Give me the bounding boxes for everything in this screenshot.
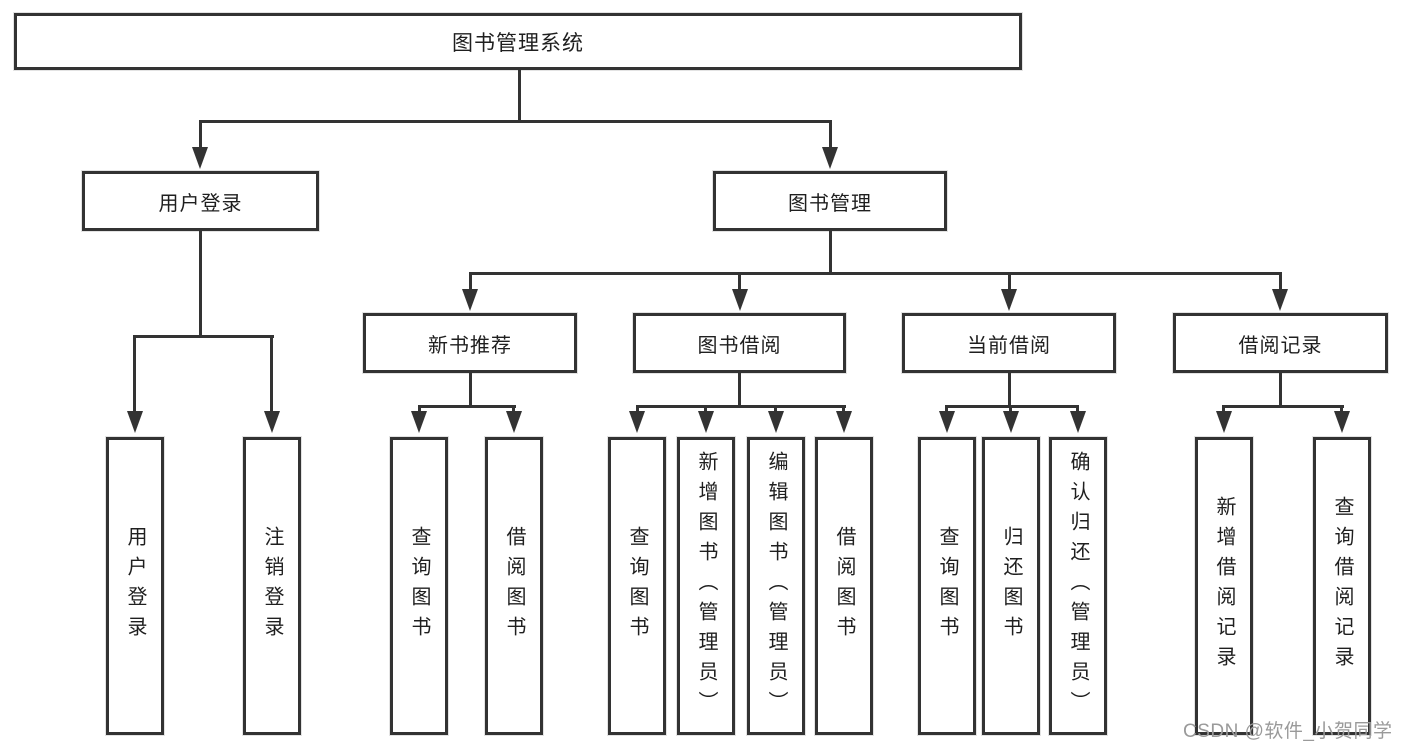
connector-stub [842, 405, 845, 413]
arrow-down-icon [506, 411, 522, 433]
connector-stub [1340, 405, 1343, 413]
connector-stub [945, 405, 948, 413]
connector-borrowing-vline [738, 373, 741, 408]
node-borrowing-records: 借阅记录 [1173, 313, 1388, 373]
arrow-down-icon [411, 411, 427, 433]
leaf-label: 查询图书 [626, 526, 648, 646]
connector-stub-book-management [829, 120, 832, 150]
leaf-label: 查询借阅记录 [1331, 496, 1353, 676]
leaf-query-books-borrowing: 查询图书 [608, 437, 666, 735]
csdn-watermark: CSDN @软件_小贺同学 [1183, 721, 1393, 742]
arrow-down-icon [698, 411, 714, 433]
leaf-logout: 注销登录 [243, 437, 301, 735]
leaf-label: 查询图书 [408, 526, 430, 646]
arrow-down-icon [1003, 411, 1019, 433]
arrow-down-icon [1070, 411, 1086, 433]
node-book-management: 图书管理 [713, 171, 947, 231]
arrow-down-icon [768, 411, 784, 433]
leaf-label: 新增图书（管理员） [695, 451, 717, 721]
connector-stub [1009, 405, 1012, 413]
node-new-book-recommendation: 新书推荐 [363, 313, 577, 373]
leaf-confirm-return-admin: 确认归还（管理员） [1049, 437, 1107, 735]
arrow-down-icon [629, 411, 645, 433]
arrow-down-icon [836, 411, 852, 433]
connector-stub [636, 405, 639, 413]
connector-stub [1076, 405, 1079, 413]
connector-stub [774, 405, 777, 413]
leaf-label: 查询图书 [936, 526, 958, 646]
connector-stub-borrowing-records [1279, 272, 1282, 292]
connector-stub-new-book-recommendation [469, 272, 472, 292]
arrow-down-icon [1334, 411, 1350, 433]
leaf-return-books: 归还图书 [982, 437, 1040, 735]
connector-user-login-vline [199, 231, 202, 338]
connector-stub-user-login [199, 120, 202, 150]
connector-recommend-vline [469, 373, 472, 408]
node-current-borrowing: 当前借阅 [902, 313, 1116, 373]
leaf-user-login: 用户登录 [106, 437, 164, 735]
leaf-add-books-admin: 新增图书（管理员） [677, 437, 735, 735]
connector-records-vline [1279, 373, 1282, 408]
connector-user-login-hline [133, 335, 274, 338]
connector-root-hline [199, 120, 832, 123]
node-library-management-system: 图书管理系统 [14, 13, 1022, 70]
connector-stub [704, 405, 707, 413]
arrow-down-icon [462, 289, 478, 311]
arrow-down-icon [1216, 411, 1232, 433]
connector-stub-book-borrowing [738, 272, 741, 292]
node-user-login: 用户登录 [82, 171, 319, 231]
connector-stub-leaf-logout [270, 335, 273, 412]
leaf-query-books-recommend: 查询图书 [390, 437, 448, 735]
leaf-label: 注销登录 [261, 526, 283, 646]
arrow-down-icon [192, 147, 208, 169]
leaf-add-borrow-record: 新增借阅记录 [1195, 437, 1253, 735]
leaf-label: 确认归还（管理员） [1067, 451, 1089, 721]
connector-stub [418, 405, 421, 413]
connector-root-vline [518, 70, 521, 123]
arrow-down-icon [127, 411, 143, 433]
leaf-query-borrow-record: 查询借阅记录 [1313, 437, 1371, 735]
leaf-query-books-current: 查询图书 [918, 437, 976, 735]
arrow-down-icon [264, 411, 280, 433]
connector-borrowing-hline [636, 405, 846, 408]
connector-current-hline [946, 405, 1079, 408]
arrow-down-icon [939, 411, 955, 433]
leaf-label: 编辑图书（管理员） [765, 451, 787, 721]
arrow-down-icon [732, 289, 748, 311]
connector-stub-current-borrowing [1008, 272, 1011, 292]
connector-stub-leaf-user-login [133, 335, 136, 412]
connector-stub [1222, 405, 1225, 413]
arrow-down-icon [1001, 289, 1017, 311]
connector-book-management-hline [469, 272, 1282, 275]
arrow-down-icon [822, 147, 838, 169]
leaf-borrow-books-recommend: 借阅图书 [485, 437, 543, 735]
leaf-label: 用户登录 [124, 526, 146, 646]
leaf-label: 新增借阅记录 [1213, 496, 1235, 676]
connector-book-management-vline [829, 231, 832, 275]
leaf-edit-books-admin: 编辑图书（管理员） [747, 437, 805, 735]
leaf-borrow-books-borrowing: 借阅图书 [815, 437, 873, 735]
leaf-label: 借阅图书 [503, 526, 525, 646]
connector-current-vline [1008, 373, 1011, 408]
connector-recommend-hline [418, 405, 516, 408]
arrow-down-icon [1272, 289, 1288, 311]
leaf-label: 借阅图书 [833, 526, 855, 646]
connector-stub [512, 405, 515, 413]
leaf-label: 归还图书 [1000, 526, 1022, 646]
node-book-borrowing: 图书借阅 [633, 313, 846, 373]
connector-records-hline [1223, 405, 1344, 408]
